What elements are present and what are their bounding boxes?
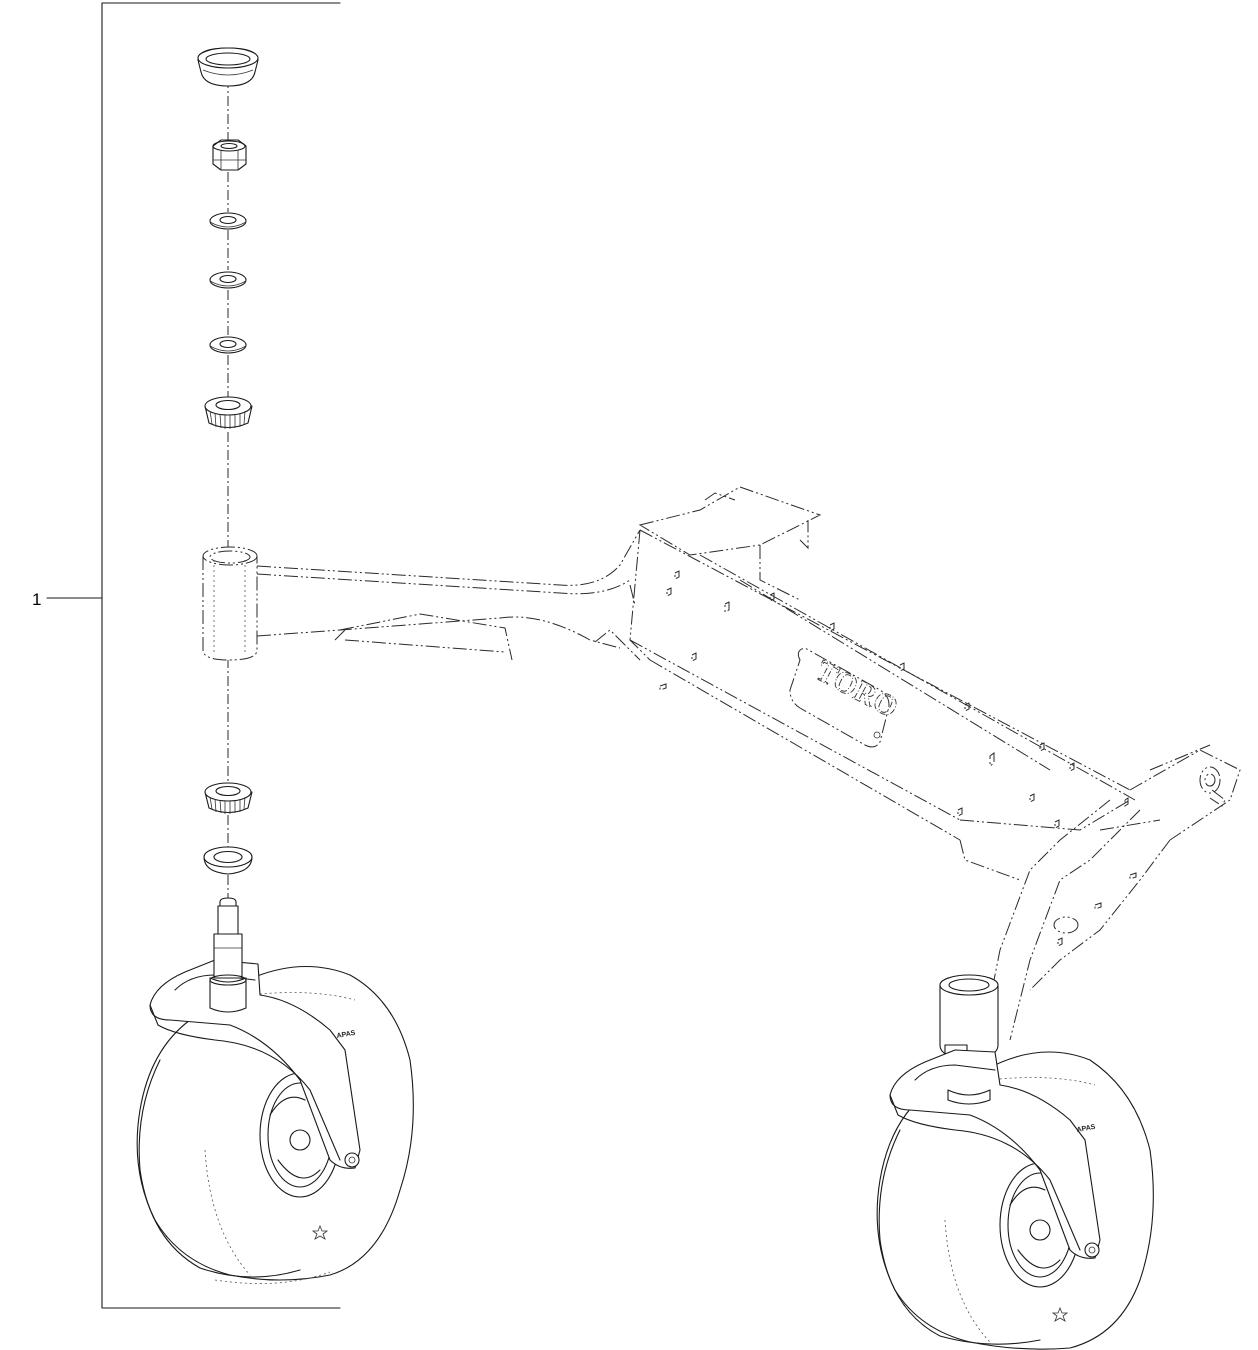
callout-number: 1 (32, 590, 41, 609)
washer-part-1 (209, 212, 247, 230)
right-caster-wheel-assembly: APAS (876, 974, 1154, 1350)
upper-bearing-part (204, 396, 253, 429)
spindle-shaft (217, 905, 239, 935)
caster-arm-phantom (202, 529, 641, 661)
washer-part-2 (209, 271, 247, 289)
main-frame-phantom: TORO (629, 486, 1241, 1041)
callout-bracket: 1 (32, 2, 341, 1309)
lower-seal-part (203, 846, 253, 875)
dust-cap-part (197, 47, 259, 87)
hex-nut-part (212, 139, 247, 171)
left-caster-wheel-assembly: APAS (136, 897, 414, 1284)
washer-part-3 (209, 336, 247, 354)
left-tire-marking: APAS (336, 1030, 356, 1040)
lower-bearing-part (204, 782, 253, 814)
right-tire-marking: APAS (1076, 1124, 1096, 1134)
frame-logo: TORO (810, 654, 903, 724)
